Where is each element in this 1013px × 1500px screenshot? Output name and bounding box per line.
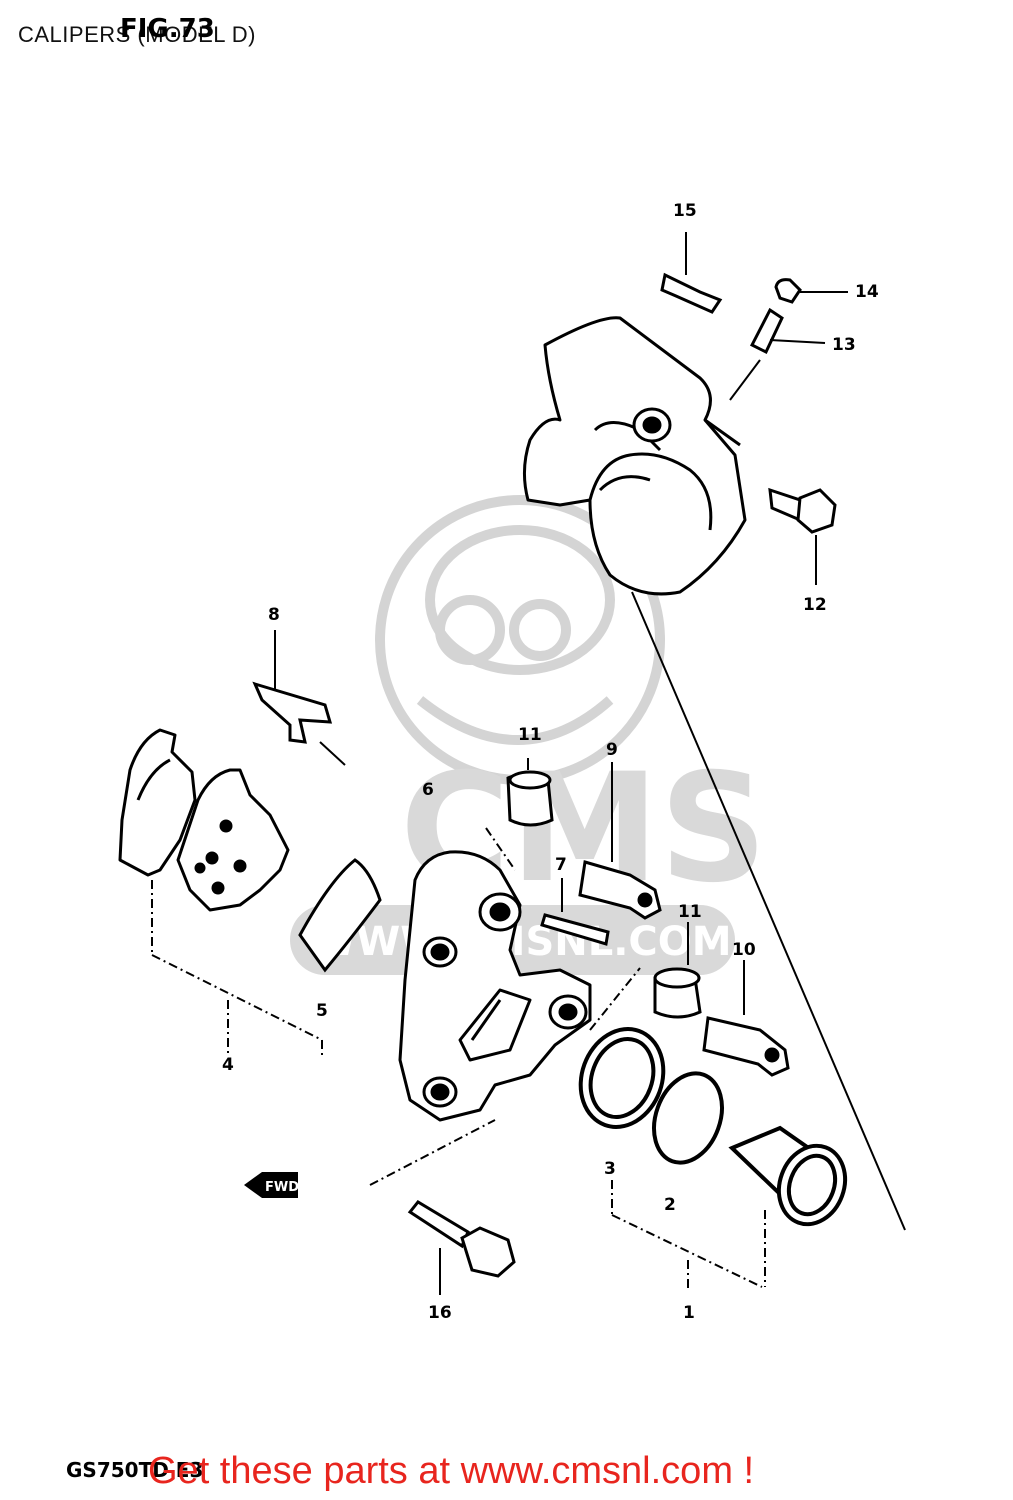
group-bracket-1: [611, 1180, 766, 1290]
part-7-pin: [540, 878, 610, 946]
callout-8: 8: [268, 605, 280, 625]
part-15-clip: [660, 232, 723, 314]
callout-16: 16: [428, 1303, 452, 1323]
callout-1: 1: [683, 1303, 695, 1323]
fwd-label: FWD: [265, 1180, 299, 1195]
part-6-caliper-bracket: [398, 850, 592, 1122]
watermark: CMS WWW.CMSNL.COM: [290, 495, 767, 975]
forward-arrow-marker: FWD: [244, 1172, 299, 1198]
callout-6: 6: [422, 780, 434, 800]
figure-stamp: FIG.73: [120, 14, 215, 44]
part-13-bleeder-valve: [729, 307, 826, 401]
callout-labels: 1 2 3 4 5 6 7 8 9 10 11 11 12 13 14 15 1…: [222, 201, 879, 1323]
callout-7: 7: [555, 855, 567, 875]
part-4-brake-pads: [118, 728, 290, 912]
part-2-piston-seal: [652, 1071, 724, 1165]
callout-5: 5: [316, 1001, 328, 1021]
diagram-title: CALIPERS (MODEL D): [18, 22, 257, 47]
part-1-piston: [728, 1125, 848, 1227]
callout-3: 3: [604, 1159, 616, 1179]
promo-link[interactable]: Get these parts at www.cmsnl.com !: [148, 1450, 755, 1492]
connector-lines: [369, 827, 641, 1186]
callout-4: 4: [222, 1055, 234, 1075]
callout-15: 15: [673, 201, 697, 221]
callout-11a: 11: [518, 725, 542, 745]
model-code: GS750TD E3: [66, 1458, 204, 1482]
part-14-bleeder-cap: [774, 278, 848, 304]
upper-caliper-assembly: [523, 316, 747, 596]
callout-10: 10: [732, 940, 756, 960]
callout-14: 14: [855, 282, 879, 302]
part-16-bolt: [407, 1200, 516, 1295]
part-5-shim: [298, 858, 382, 973]
part-10-slide-pin: [702, 960, 790, 1077]
part-11-boot-lower: [653, 922, 702, 1019]
part-12-mounting-bolt: [768, 487, 837, 585]
part-8-pad-spring: [252, 630, 346, 766]
callout-13: 13: [832, 335, 856, 355]
watermark-url-text: WWW.CMSNL.COM: [312, 919, 732, 965]
callout-9: 9: [606, 740, 618, 760]
callout-12: 12: [803, 595, 827, 615]
group-bracket-4-5: [151, 880, 323, 1055]
part-11-boot-upper: [506, 758, 554, 827]
part-3-dust-seal: [578, 1027, 666, 1129]
callout-2: 2: [664, 1195, 676, 1215]
part-9-slide-pin: [578, 762, 662, 920]
callout-11b: 11: [678, 902, 702, 922]
